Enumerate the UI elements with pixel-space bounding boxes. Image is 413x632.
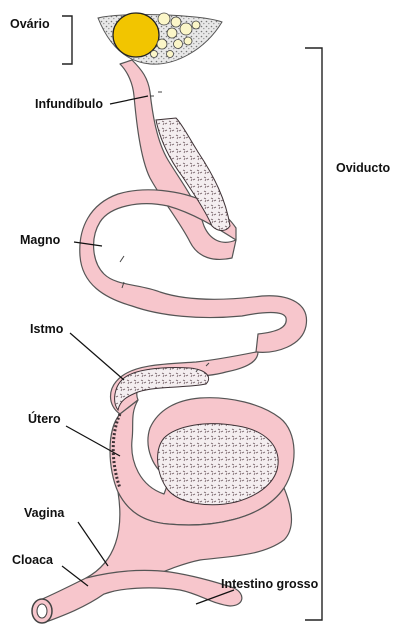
oviduct-bracket — [305, 48, 322, 620]
label-ovario: Ovário — [10, 17, 50, 31]
label-magno: Magno — [20, 233, 61, 247]
cloaca — [40, 570, 242, 622]
label-infundibulo: Infundíbulo — [35, 97, 103, 111]
leader-vagina — [78, 522, 108, 566]
ovary — [98, 13, 222, 64]
ovary-bracket — [62, 16, 72, 64]
label-cloaca: Cloaca — [12, 553, 54, 567]
label-oviducto: Oviducto — [336, 161, 391, 175]
leader-istmo — [70, 333, 124, 380]
label-istmo: Istmo — [30, 322, 64, 336]
label-utero: Útero — [28, 411, 61, 426]
label-intestino-grosso: Intestino grosso — [221, 577, 319, 591]
magnum — [80, 190, 307, 352]
label-vagina: Vagina — [24, 506, 65, 520]
yolk-follicle — [113, 13, 159, 57]
